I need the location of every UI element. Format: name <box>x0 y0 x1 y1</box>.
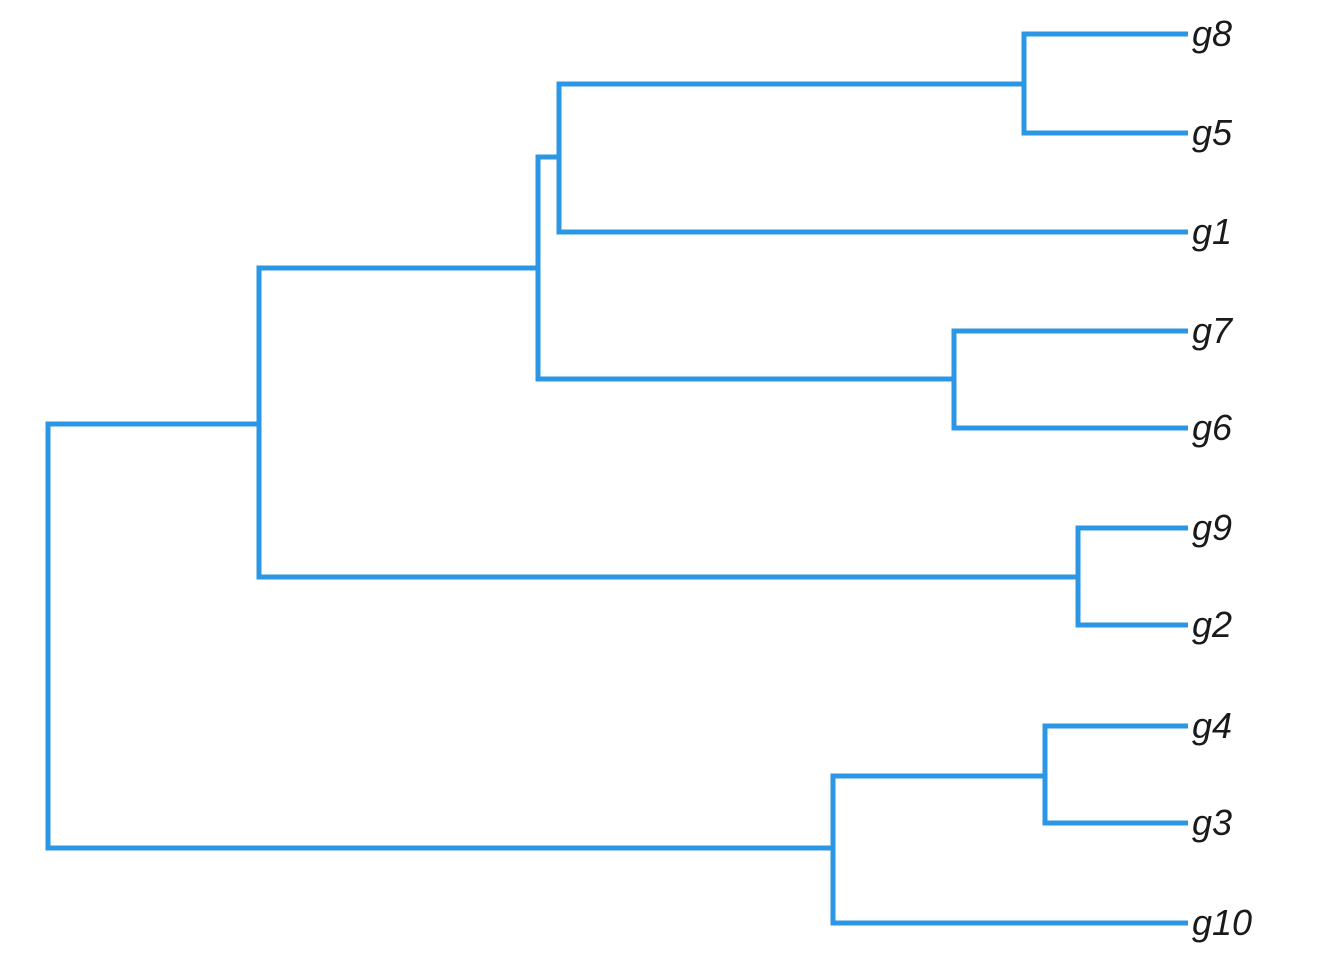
tip-label-g2: g2 <box>1192 604 1233 645</box>
tip-label-g10: g10 <box>1192 902 1253 943</box>
tip-label-g5: g5 <box>1192 112 1233 153</box>
tip-label-g8: g8 <box>1192 13 1233 54</box>
tip-label-g7: g7 <box>1192 310 1233 351</box>
tip-label-g6: g6 <box>1192 407 1233 448</box>
tip-label-g4: g4 <box>1192 705 1233 746</box>
tip-label-g3: g3 <box>1192 802 1233 843</box>
tip-label-g9: g9 <box>1192 507 1233 548</box>
tip-label-g1: g1 <box>1192 211 1233 252</box>
